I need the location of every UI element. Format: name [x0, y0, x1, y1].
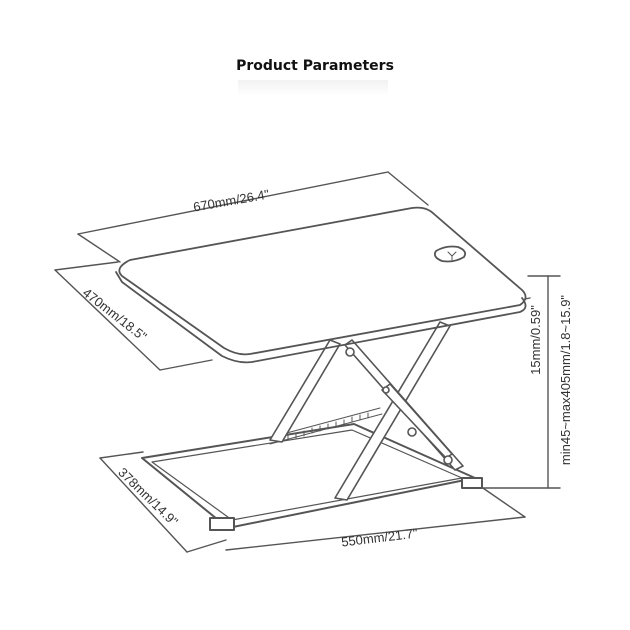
title-underline	[238, 80, 388, 96]
cable-grommet-icon	[433, 245, 467, 263]
scissor-legs	[269, 321, 464, 501]
height-label: min45~max405mm/1.8~15.9"	[558, 295, 573, 465]
length-label: 670mm/26.4"	[192, 186, 271, 214]
desktop-board	[115, 206, 527, 364]
thickness-label: 15mm/0.59"	[528, 305, 543, 375]
base-length-dimension-line	[225, 485, 526, 551]
base-width-dimension-line	[99, 451, 227, 553]
width-label: 470mm/18.5"	[80, 285, 150, 344]
base-width-label: 378mm/14.9"	[115, 465, 181, 529]
page-title: Product Parameters	[236, 58, 394, 74]
length-dimension-line	[77, 171, 429, 263]
base-length-label: 550mm/21.7"	[340, 525, 419, 549]
width-dimension-line	[54, 261, 213, 371]
base-frame	[141, 423, 483, 531]
